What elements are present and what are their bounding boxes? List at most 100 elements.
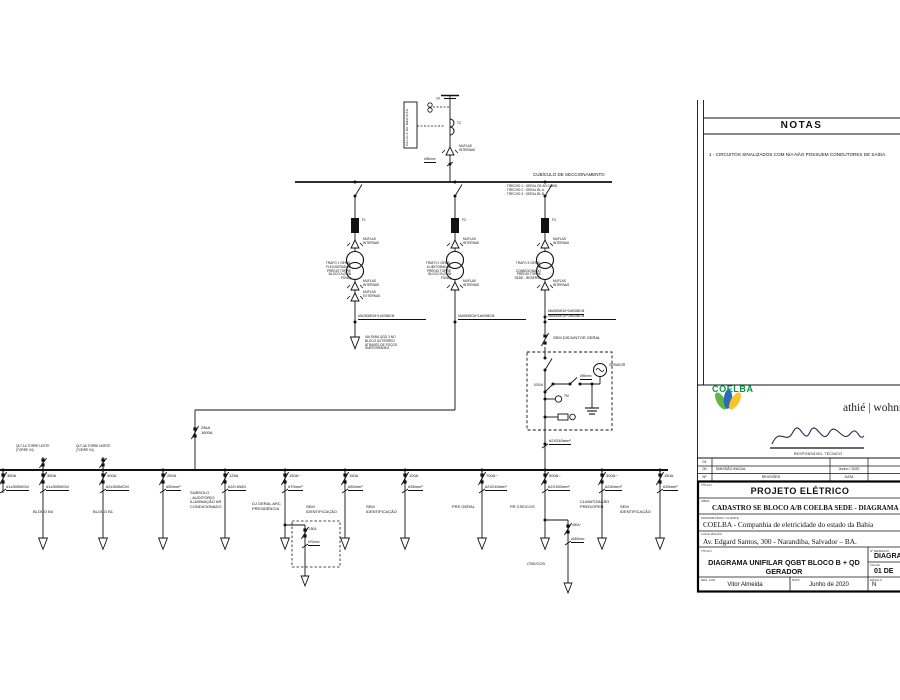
rev-row2-num: Nº [702, 474, 707, 479]
breaker-slash [656, 471, 664, 486]
rev-row0-num: 01 [702, 459, 707, 464]
mufla-symbol [450, 280, 460, 291]
breaker-slash [99, 471, 107, 486]
contact-mark [343, 473, 347, 477]
line [541, 332, 549, 347]
contact-mark [303, 528, 307, 532]
cable-tick [221, 488, 229, 494]
breaker-slash [541, 471, 549, 486]
metering-cell-box [403, 101, 418, 149]
line [459, 284, 464, 289]
project-title: PROJETO ELÉTRICO [750, 486, 850, 496]
cable-tick [656, 488, 664, 494]
line [39, 457, 47, 469]
line [99, 457, 107, 469]
contact-mark [566, 524, 570, 528]
contact-mark [543, 334, 547, 338]
cable-tick [281, 488, 289, 494]
mufla-symbol [540, 238, 550, 249]
junction-dot [543, 356, 547, 360]
titleblock-label-titulo2: TÍTULO [701, 548, 712, 553]
contact-mark [403, 480, 407, 484]
contact-mark [283, 473, 287, 477]
generator-wave [595, 368, 605, 372]
load-arrow [476, 537, 488, 551]
breaker-slash [0, 471, 7, 485]
contact-mark [480, 480, 484, 484]
breaker-slash [39, 471, 47, 486]
transformer [445, 261, 465, 281]
mufla-symbol [350, 238, 360, 249]
cable-tick [564, 540, 572, 546]
contact-mark [303, 534, 307, 538]
coelba-logo-icon [715, 389, 741, 410]
mufla-symbol [445, 145, 455, 156]
breaker-slash [598, 471, 606, 486]
line [346, 242, 351, 247]
transformer [345, 261, 365, 281]
load-arrow [399, 537, 411, 551]
titleblock-label-obra: OBRA [701, 499, 710, 503]
load-arrow [654, 537, 666, 551]
breaker-slash [478, 471, 486, 486]
line [454, 149, 459, 154]
cable-tick [159, 488, 167, 494]
localizacao-value: Av. Edgard Santos, 300 - Narandiba, Salv… [703, 536, 857, 546]
junction-dot [543, 315, 547, 319]
load-arrow [349, 336, 361, 350]
disconnect-blade [544, 184, 553, 197]
contact-mark [101, 458, 105, 462]
cable-tick [401, 488, 409, 494]
transformer [535, 261, 555, 281]
responsible-label: RESPONSÁVEL TÉCNICO [793, 452, 843, 456]
desenho-value: DIAGRAMA [874, 553, 900, 560]
load-arrow [219, 537, 231, 551]
junction-dot [590, 382, 594, 386]
folha-value: 01 DE [874, 568, 894, 575]
sheet-title: DIAGRAMA UNIFILAR QGBT BLOCO B + QD GERA… [708, 558, 860, 576]
rev-row2-date: DATA [844, 474, 854, 479]
line [549, 284, 554, 289]
transformer [445, 250, 465, 270]
contact-mark [283, 480, 287, 484]
contact-mark [41, 458, 45, 462]
disconnect-blade [354, 184, 363, 197]
contact-mark [1, 473, 5, 477]
mufla-symbol [350, 291, 360, 302]
titleblock-label-descad: DES. CAD [701, 578, 716, 582]
line [446, 242, 451, 247]
line [459, 242, 464, 247]
escala-value: N [872, 582, 877, 588]
contact-mark [480, 473, 484, 477]
signature [770, 427, 865, 449]
junction-dot [543, 442, 547, 446]
cable-tick [39, 488, 47, 494]
sub-feeder-box [291, 520, 341, 568]
titleblock-label-cliente: PROPRIETÁRIO / CLIENTE [701, 515, 739, 520]
mufla-symbol [450, 238, 460, 249]
load-arrow [300, 575, 310, 588]
line [441, 149, 446, 154]
load-arrow [37, 537, 49, 551]
line [564, 522, 572, 536]
disconnect-blade [454, 184, 463, 197]
load-arrow [339, 537, 351, 551]
gen-switch-blade [569, 377, 578, 385]
cable-tick [301, 543, 309, 549]
contact-mark [41, 473, 45, 477]
titleblock-label-desenho: Nº DESENHO [870, 548, 889, 553]
junction-dot [578, 382, 582, 386]
line [346, 284, 351, 289]
coelba-logo-text: COELBA [712, 384, 754, 394]
titleblock-frame [696, 480, 900, 593]
rev-row1-num: 00 [702, 467, 707, 471]
contact-mark [101, 480, 105, 484]
contact-mark [566, 530, 570, 534]
breaker-slash [221, 471, 229, 486]
line [359, 295, 364, 300]
load-arrow [539, 537, 551, 551]
fuse [451, 218, 459, 233]
cable-tick [99, 488, 107, 494]
titleblock-label-escala: ESCALA [870, 578, 882, 582]
